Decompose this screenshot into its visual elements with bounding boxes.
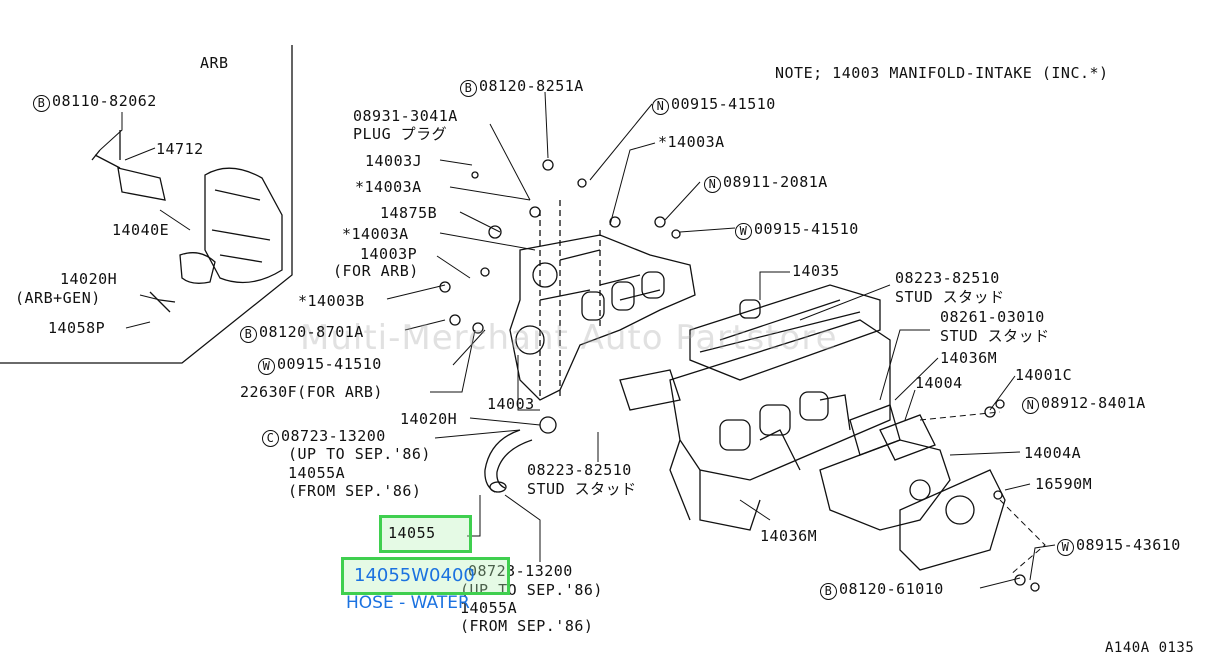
bolt-prefix-icon: B (460, 80, 477, 97)
product-code-highlight[interactable]: 14055W0400 (341, 557, 510, 595)
nut-prefix-icon: N (652, 98, 669, 115)
from-note-2: (FROM SEP.'86) (460, 617, 594, 635)
figure-code: A140A 0135 (1105, 640, 1195, 656)
arb-inset-parts (91, 130, 283, 313)
part-label-14055a-2[interactable]: 14055A (460, 599, 518, 617)
part-label-08261-03010[interactable]: 08261-03010 (940, 308, 1045, 326)
up-to-note-1: (UP TO SEP.'86) (288, 445, 431, 463)
part-label-14058p[interactable]: 14058P (48, 319, 106, 337)
arb-gen-note: (ARB+GEN) (15, 289, 101, 307)
plug-text: PLUG プラグ (353, 125, 448, 143)
bolt-prefix-icon: B (240, 326, 257, 343)
part-label-14040e[interactable]: 14040E (112, 221, 170, 239)
part-label-14055a-1[interactable]: 14055A (288, 464, 346, 482)
intake-manifold (509, 200, 696, 401)
part-label-14004a[interactable]: 14004A (1024, 444, 1082, 462)
part-label-14020h[interactable]: 14020H (400, 410, 458, 428)
water-hose (484, 416, 557, 493)
leader-lines (99, 91, 1056, 589)
part-label-14003a-top[interactable]: *14003A (658, 133, 725, 151)
part-label-14020h-arb[interactable]: 14020H (60, 270, 118, 288)
part-label-14003b[interactable]: *14003B (298, 292, 365, 310)
washer-prefix-icon: W (735, 223, 752, 240)
part-label-08931-3041a[interactable]: 08931-3041A (353, 107, 458, 125)
bolt-prefix-icon: B (33, 95, 50, 112)
part-description-link[interactable]: HOSE - WATER (346, 593, 470, 613)
part-label-22630f[interactable]: 22630F(FOR ARB) (240, 383, 383, 401)
part-label-14003a-3[interactable]: *14003A (342, 225, 409, 243)
cylinder-head (619, 284, 891, 531)
part-label-14004[interactable]: 14004 (915, 374, 963, 392)
nut-prefix-icon: N (1022, 397, 1039, 414)
part-label-14875b[interactable]: 14875B (380, 204, 438, 222)
part-label-08723-13200-low[interactable]: 08723-13200 (468, 562, 573, 580)
washer-prefix-icon: W (1057, 539, 1074, 556)
stud-text-top: STUD スタッド (895, 288, 1005, 306)
part-label-14003j[interactable]: 14003J (365, 152, 423, 170)
part-label-14712[interactable]: 14712 (156, 140, 204, 158)
product-code-link[interactable]: 14055W0400 (354, 565, 475, 586)
from-note-1: (FROM SEP.'86) (288, 482, 422, 500)
nut-prefix-icon: N (704, 176, 721, 193)
selected-part-highlight[interactable]: 14055 (379, 515, 472, 553)
washer-prefix-icon: W (258, 358, 275, 375)
part-label-14035[interactable]: 14035 (792, 262, 840, 280)
part-label-14003a-2[interactable]: *14003A (355, 178, 422, 196)
stud-text-low: STUD スタッド (527, 480, 637, 498)
fasteners (439, 159, 1040, 592)
part-label-08223-82510-top[interactable]: 08223-82510 (895, 269, 1000, 287)
watermark: Multi-Merchant Auto Partstore (300, 318, 838, 358)
exhaust-manifold (819, 404, 1006, 571)
inset-border (0, 45, 293, 364)
part-label-14036m-top[interactable]: 14036M (940, 349, 998, 367)
inset-title: ARB (200, 54, 229, 72)
part-label-16590m[interactable]: 16590M (1035, 475, 1093, 493)
stud-text-mid: STUD スタッド (940, 327, 1050, 345)
clamp-prefix-icon: C (262, 430, 279, 447)
bolt-prefix-icon: B (820, 583, 837, 600)
part-label-14036m-low[interactable]: 14036M (760, 527, 818, 545)
part-label-08223-82510-low[interactable]: 08223-82510 (527, 461, 632, 479)
part-label-14003p[interactable]: 14003P (360, 245, 418, 263)
part-label-14001c[interactable]: 14001C (1015, 366, 1073, 384)
for-arb-note-1: (FOR ARB) (333, 262, 419, 280)
selected-part-number: 14055 (388, 524, 436, 542)
part-label-14003[interactable]: 14003 (487, 395, 535, 413)
manifold-note: NOTE; 14003 MANIFOLD-INTAKE (INC.*) (775, 64, 1109, 82)
